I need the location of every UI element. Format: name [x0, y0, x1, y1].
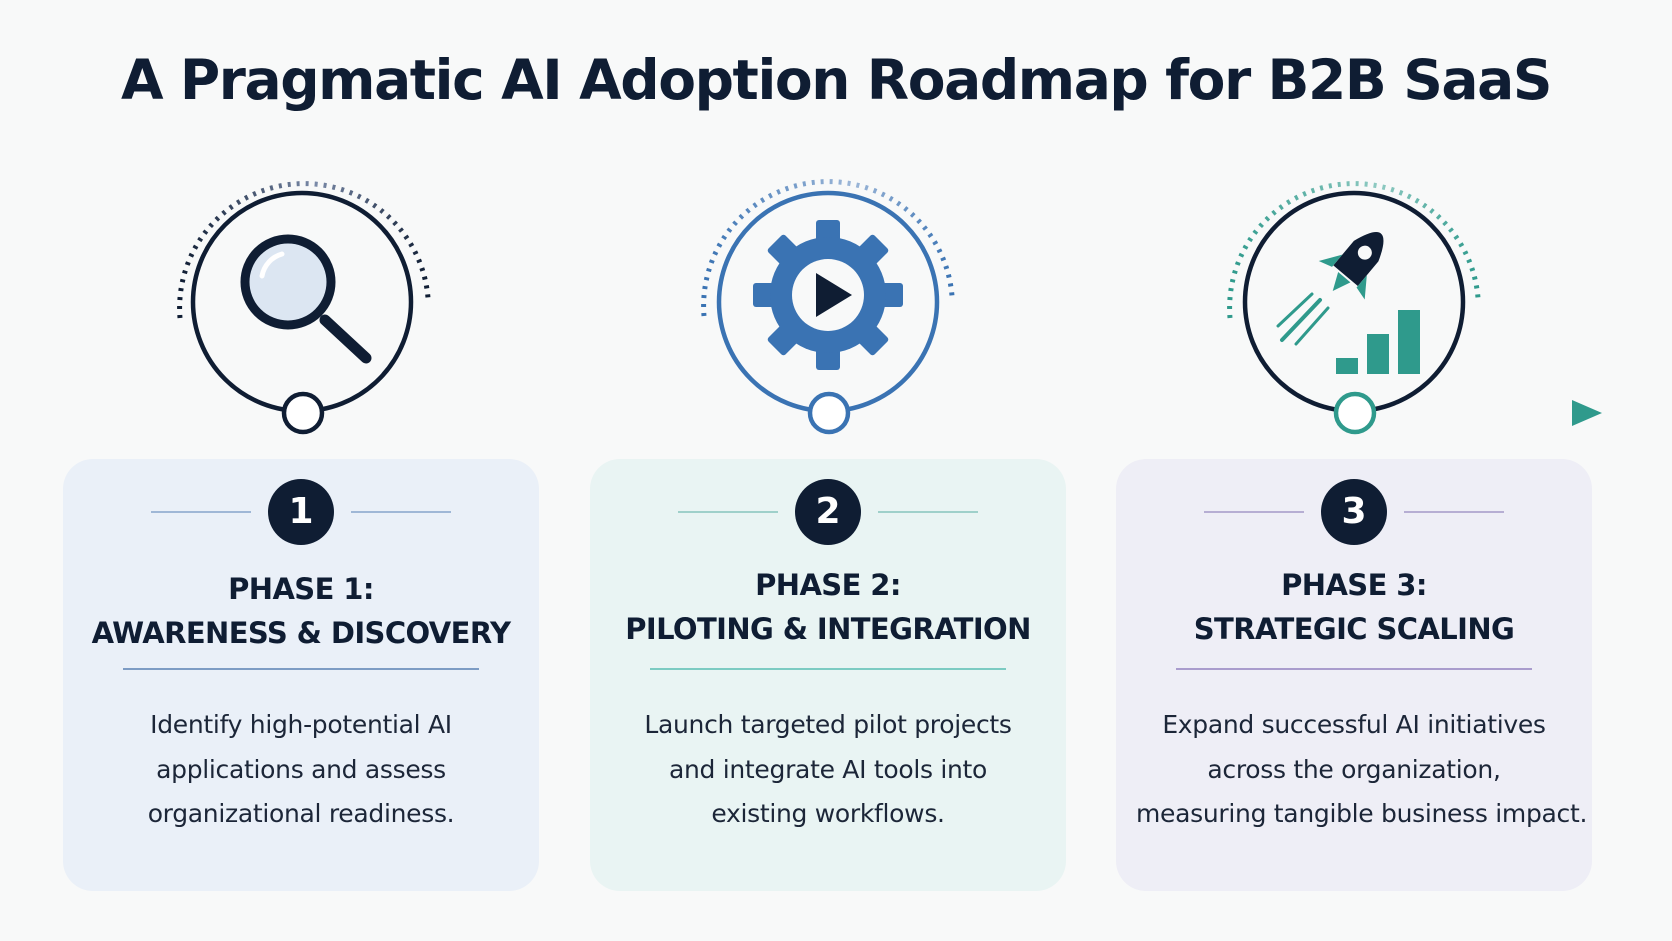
phase-title-line-1: PHASE 2:	[755, 568, 901, 602]
description-line: applications and assess	[156, 754, 446, 784]
phase-1-card: 1 PHASE 1: AWARENESS & DISCOVERY Identif…	[63, 459, 539, 891]
phase-title-line-2: STRATEGIC SCALING	[1193, 612, 1515, 646]
decorative-line	[878, 511, 978, 513]
phase-number-badge: 3	[1321, 479, 1387, 545]
phase-description: Expand successful AI initiatives across …	[1136, 703, 1588, 837]
divider	[650, 668, 1006, 670]
phase-1-milestone	[177, 181, 431, 435]
phase-3-card: 3 PHASE 3: STRATEGIC SCALING Expand succ…	[1116, 459, 1592, 891]
number-row: 3	[1116, 479, 1592, 545]
page-title: A Pragmatic AI Adoption Roadmap for B2B …	[120, 48, 1553, 112]
phase-title: PHASE 1: AWARENESS & DISCOVERY	[63, 567, 539, 655]
description-line: measuring tangible business impact.	[1136, 799, 1588, 828]
phase-description: Identify high-potential AI applications …	[83, 703, 519, 837]
gear-play-icon	[753, 220, 903, 370]
phase-title-line-2: PILOTING & INTEGRATION	[625, 612, 1031, 646]
phase-description: Launch targeted pilot projects and integ…	[610, 703, 1046, 837]
phase-title: PHASE 2: PILOTING & INTEGRATION	[590, 563, 1066, 651]
number-row: 2	[590, 479, 1066, 545]
timeline-node	[1333, 391, 1377, 435]
phase-title-line-1: PHASE 3:	[1281, 568, 1427, 602]
icon-circle	[1242, 190, 1466, 414]
decorative-line	[351, 511, 451, 513]
divider	[123, 668, 479, 670]
rocket-growth-chart-icon	[1276, 232, 1420, 374]
decorative-line	[678, 511, 778, 513]
description-line: organizational readiness.	[147, 799, 455, 828]
number-row: 1	[63, 479, 539, 545]
phase-title-line-2: AWARENESS & DISCOVERY	[91, 616, 511, 650]
timeline-node	[281, 391, 325, 435]
phase-title-line-1: PHASE 1:	[228, 572, 374, 606]
phase-2-milestone	[701, 179, 955, 435]
description-line: and integrate AI tools into	[668, 754, 988, 784]
phase-2-card: 2 PHASE 2: PILOTING & INTEGRATION Launch…	[590, 459, 1066, 891]
description-line: across the organization,	[1207, 754, 1501, 784]
description-line: existing workflows.	[711, 799, 945, 828]
timeline-node	[807, 391, 851, 435]
phase-number-badge: 2	[795, 479, 861, 545]
phase-title: PHASE 3: STRATEGIC SCALING	[1116, 563, 1592, 651]
timeline-arrowhead	[1572, 400, 1602, 426]
phase-number-badge: 1	[268, 479, 334, 545]
decorative-line	[1404, 511, 1504, 513]
phase-3-milestone	[1227, 181, 1481, 435]
decorative-line	[151, 511, 251, 513]
description-line: Launch targeted pilot projects	[644, 710, 1012, 739]
description-line: Expand successful AI initiatives	[1162, 710, 1546, 739]
divider	[1176, 668, 1532, 670]
decorative-line	[1204, 511, 1304, 513]
magnifying-glass-icon	[240, 234, 372, 364]
description-line: Identify high-potential AI	[150, 710, 452, 739]
